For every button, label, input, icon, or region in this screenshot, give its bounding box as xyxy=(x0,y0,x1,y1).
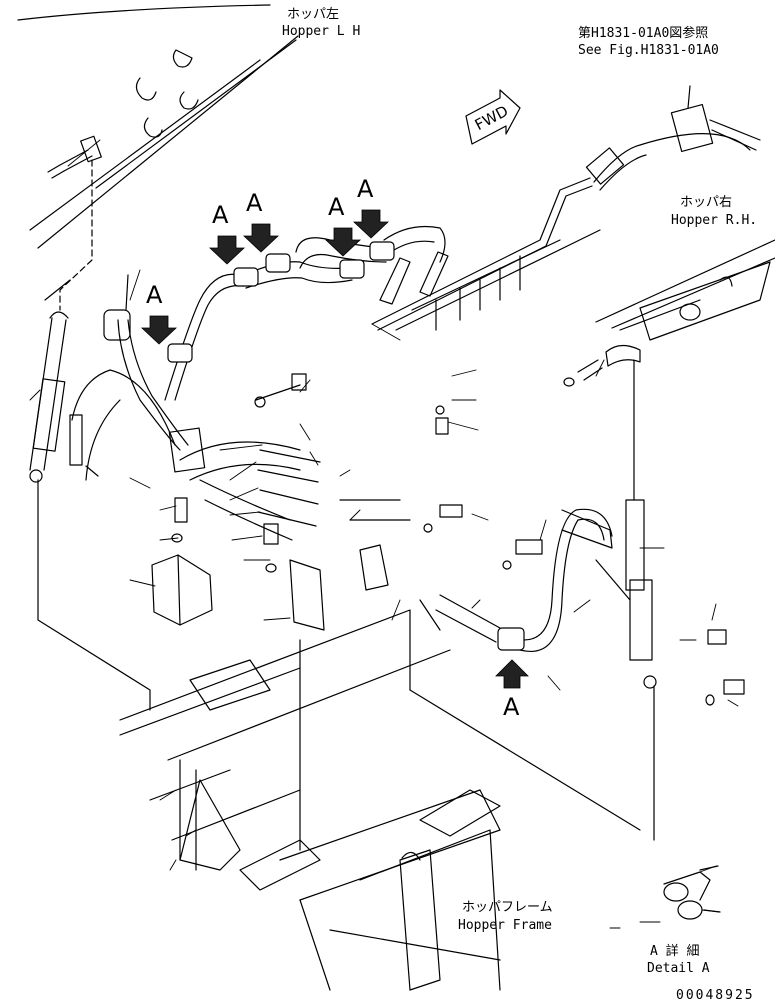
marker-a-2: A xyxy=(246,189,263,217)
leader-lines xyxy=(29,139,739,929)
hopper-clamp-parts xyxy=(135,49,199,138)
valve-block xyxy=(168,427,411,591)
detail-a-label-en: Detail A xyxy=(647,961,710,976)
clamp-set xyxy=(167,241,525,651)
arrow-a-3 xyxy=(324,227,362,257)
hopper-frame xyxy=(119,609,641,991)
hopper-lh-label-jp: ホッパ左 xyxy=(287,7,340,22)
hopper-rh-structure xyxy=(595,239,775,341)
arrow-a-1 xyxy=(208,235,246,265)
left-cylinder xyxy=(29,311,151,711)
left-hoses xyxy=(69,274,189,481)
arrow-a-5 xyxy=(140,315,178,345)
leader-dashed-left xyxy=(59,159,93,311)
cover-plate xyxy=(151,554,213,626)
right-cylinder xyxy=(625,499,657,841)
marker-a-5: A xyxy=(146,281,163,309)
bolts-center xyxy=(171,373,745,706)
detail-a-label-jp: A 詳 細 xyxy=(650,944,700,959)
marker-a-1: A xyxy=(212,201,229,229)
hopper-frame-label-en: Hopper Frame xyxy=(458,918,552,933)
bolt-top-left xyxy=(47,135,102,179)
center-hoses-lower xyxy=(199,449,501,643)
long-pipe-right xyxy=(371,133,751,331)
arrow-a-2 xyxy=(242,223,280,253)
marker-a-6: A xyxy=(503,693,520,721)
marker-arrows xyxy=(140,209,529,689)
hopper-lh-structure xyxy=(17,4,299,301)
hopper-rh-label-en: Hopper R.H. xyxy=(671,213,758,228)
bracket-center xyxy=(289,559,325,851)
hopper-frame-label-jp: ホッパフレーム xyxy=(462,900,553,915)
marker-a-4: A xyxy=(357,175,374,203)
hose-fittings-upper xyxy=(379,251,449,305)
fwd-arrow xyxy=(465,89,521,145)
marker-a-3: A xyxy=(328,193,345,221)
arrow-a-4 xyxy=(352,209,390,239)
right-lower-hoses xyxy=(519,508,631,652)
hopper-rh-label-jp: ホッパ右 xyxy=(680,195,733,210)
arrow-a-6 xyxy=(495,659,529,689)
reference-label-jp: 第H1831-01A0図参照 xyxy=(578,26,709,41)
reference-label-en: See Fig.H1831-01A0 xyxy=(578,43,719,58)
drawing-number: 00048925 xyxy=(676,988,755,1003)
small-parts-right xyxy=(563,344,641,501)
hopper-lh-label-en: Hopper L H xyxy=(282,24,361,39)
sensor-box xyxy=(670,85,761,153)
